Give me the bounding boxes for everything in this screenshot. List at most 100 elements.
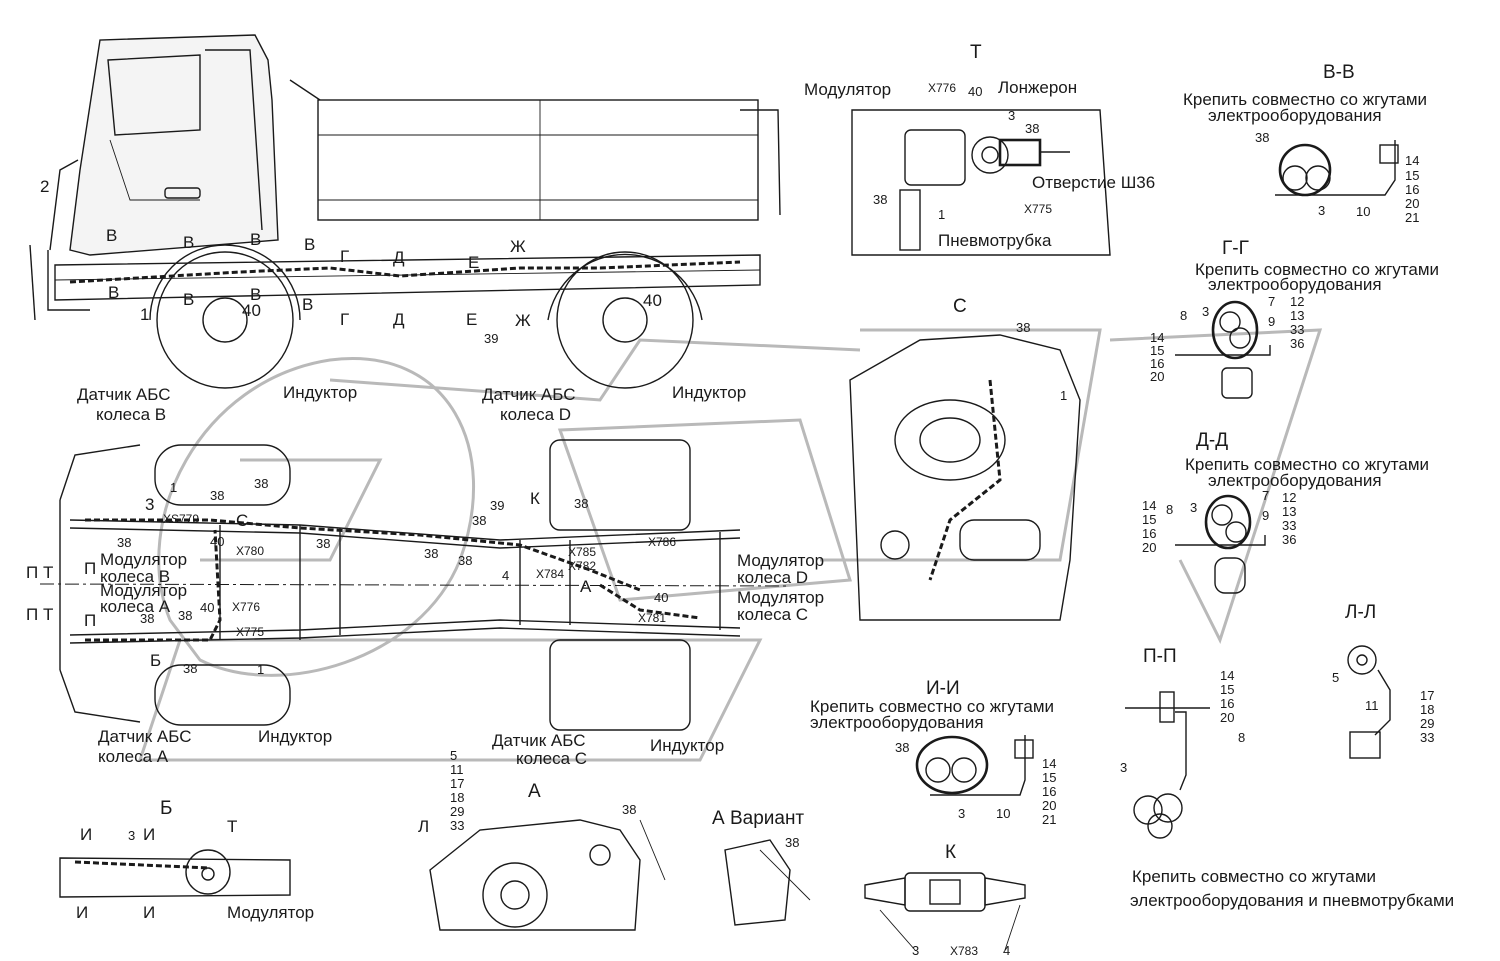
label-pneumatic-tube: Пневмотрубка <box>938 231 1052 250</box>
label-section-v: В <box>183 233 194 252</box>
callout-17: 17 <box>450 776 464 791</box>
callout-29: 29 <box>1420 716 1434 731</box>
connector-x781: X781 <box>638 611 666 625</box>
connector-x786: X786 <box>648 535 676 549</box>
label-section-i: И <box>80 825 92 844</box>
callout-3: 3 <box>958 806 965 821</box>
label-detail-c: С <box>236 511 248 530</box>
callout-1: 1 <box>1060 388 1067 403</box>
note-fasten: Крепить совместно со жгутами <box>1195 260 1439 279</box>
label-wheel-c2: колеса С <box>516 749 587 768</box>
callout-38: 38 <box>424 546 438 561</box>
callout-38: 38 <box>178 608 192 623</box>
section-ll-title: Л-Л <box>1345 602 1376 623</box>
note-fasten: Крепить совместно со жгутами <box>1132 867 1376 886</box>
section-l-l: Л-Л 5 11 17 18 29 33 <box>1332 602 1434 759</box>
callout-8: 8 <box>1180 308 1187 323</box>
callout-12: 12 <box>1282 490 1296 505</box>
label-section-p: П <box>26 563 38 582</box>
label-wheel-c: колеса С <box>737 605 808 624</box>
callout-20: 20 <box>1042 798 1056 813</box>
connector-x776: X776 <box>232 600 260 614</box>
note-electric-pneumatic: электрооборудования и пневмотрубками <box>1130 891 1454 910</box>
front-wheel <box>149 244 301 389</box>
detail-a: А 38 Л 5 11 17 18 29 33 <box>418 748 666 931</box>
callout-5: 5 <box>1332 670 1339 685</box>
callout-38: 38 <box>895 740 909 755</box>
label-inductor: Индуктор <box>650 736 724 755</box>
callout-15: 15 <box>1150 343 1164 358</box>
callout-18: 18 <box>1420 702 1434 717</box>
label-section-p: П <box>84 611 96 630</box>
callout-33: 33 <box>1420 730 1434 745</box>
abs-harness-side <box>69 260 741 284</box>
label-modulator-a: Модулятор <box>100 581 187 600</box>
callout-21: 21 <box>1042 812 1056 827</box>
chassis-frame <box>54 254 761 301</box>
rear-wheels-right <box>549 639 691 731</box>
callout-10: 10 <box>1356 204 1370 219</box>
cargo-body <box>317 99 759 221</box>
front-wheel-right <box>154 664 291 726</box>
callout-38: 38 <box>1025 121 1039 136</box>
connector-x782: X782 <box>568 559 596 573</box>
callout-16: 16 <box>1220 696 1234 711</box>
detail-a-title: А <box>528 781 541 802</box>
callout-1: 1 <box>257 662 264 677</box>
callout-21: 21 <box>1405 210 1419 225</box>
label-section-i: И <box>76 903 88 922</box>
callout-1: 1 <box>938 207 945 222</box>
callout-3: 3 <box>1190 500 1197 515</box>
section-k: К 3 X783 4 <box>864 842 1026 958</box>
connector-x784: X784 <box>536 567 564 581</box>
label-inductor: Индуктор <box>672 383 746 402</box>
callout-38: 38 <box>140 611 154 626</box>
cab-window <box>107 54 201 136</box>
label-section-k: К <box>530 489 540 508</box>
note-electric: электрооборудования <box>1208 471 1382 490</box>
connector-xs779: XS779 <box>163 512 199 526</box>
callout-33: 33 <box>450 818 464 833</box>
note-electric: электрооборудования <box>1208 106 1382 125</box>
note-fasten: Крепить совместно со жгутами <box>810 697 1054 716</box>
label-section-e: Е <box>468 253 479 272</box>
chassis-top-view: Датчик АБС колеса В Индуктор Датчик АБС … <box>26 383 824 768</box>
callout-20: 20 <box>1405 196 1419 211</box>
callout-16: 16 <box>1042 784 1056 799</box>
callout-14: 14 <box>1142 498 1156 513</box>
callout-8: 8 <box>1166 502 1173 517</box>
label-detail-t: Т <box>227 817 237 836</box>
section-vv-title: В-В <box>1323 62 1355 83</box>
callout-3: 3 <box>1202 304 1209 319</box>
callout-3: 3 <box>1318 203 1325 218</box>
callout-4: 4 <box>1003 943 1010 958</box>
callout-16: 16 <box>1150 356 1164 371</box>
callout-38: 38 <box>210 488 224 503</box>
callout-20: 20 <box>1150 369 1164 384</box>
rear-wheel <box>547 251 703 389</box>
callout-3: 3 <box>912 943 919 958</box>
label-section-i: И <box>143 903 155 922</box>
detail-b-title: Б <box>160 798 172 819</box>
callout-38: 38 <box>873 192 887 207</box>
callout-4: 4 <box>502 568 509 583</box>
label-modulator: Модулятор <box>804 80 891 99</box>
label-section-g: Г <box>340 247 349 266</box>
callout-15: 15 <box>1042 770 1056 785</box>
callout-40: 40 <box>242 301 261 320</box>
callout-14: 14 <box>1150 330 1164 345</box>
front-wheel-left <box>154 444 291 506</box>
label-section-p: П <box>84 559 96 578</box>
label-modulator-c: Модулятор <box>737 588 824 607</box>
callout-3: 3 <box>145 495 154 514</box>
label-section-v: В <box>250 285 261 304</box>
callout-20: 20 <box>1220 710 1234 725</box>
label-detail-t: Т <box>43 563 53 582</box>
label-wheel-b: колеса В <box>96 405 166 424</box>
connector-x775: X775 <box>1024 202 1052 216</box>
label-detail-t: Т <box>43 605 53 624</box>
detail-b: Б И И И И 3 Т Модулятор <box>59 798 314 922</box>
callout-14: 14 <box>1220 668 1234 683</box>
callout-13: 13 <box>1282 504 1296 519</box>
